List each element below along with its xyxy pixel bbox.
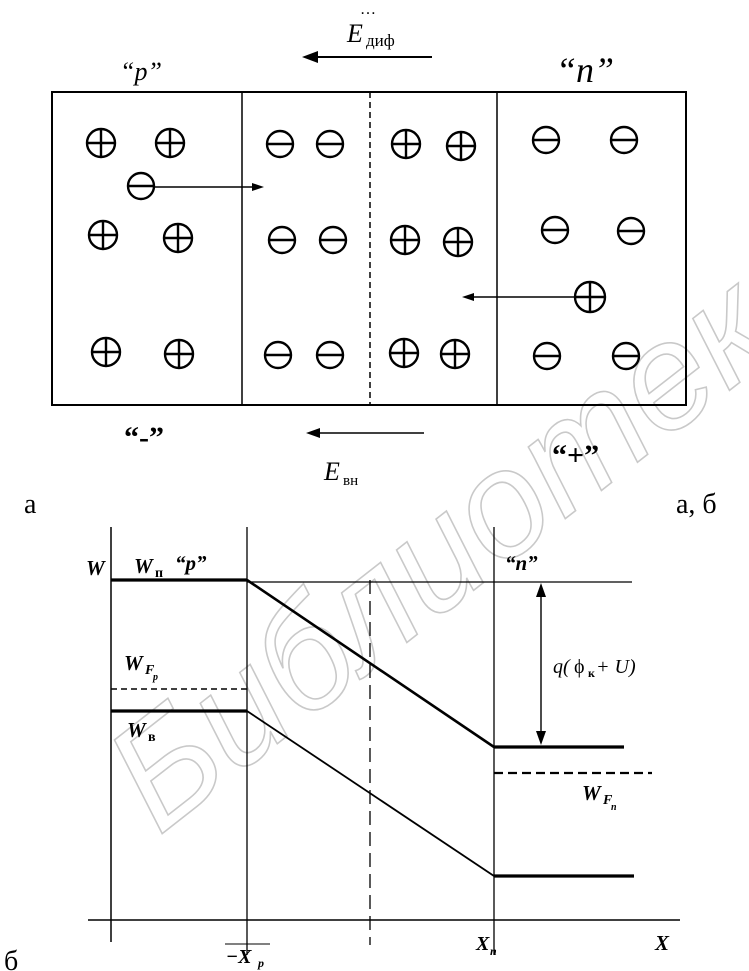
negative-ion	[318, 225, 348, 255]
p-region-label: “p”	[120, 57, 162, 86]
negative-ion	[263, 340, 293, 370]
plus-contact-label: “+”	[552, 439, 599, 472]
positive-ion	[389, 224, 421, 256]
positive-ion	[388, 337, 420, 369]
hole-symbol	[163, 338, 195, 370]
top-text-fragment: …	[360, 1, 376, 18]
charge-symbols	[85, 125, 646, 371]
svg-text:q(: q(	[553, 656, 571, 678]
hole-symbol	[154, 127, 186, 159]
xn-subscript: n	[490, 944, 497, 958]
e-vn-arrow	[306, 428, 424, 438]
w-fp-symbol: W	[124, 651, 144, 675]
electron-symbol	[531, 125, 561, 155]
hole-diffusion-arrow	[462, 293, 575, 301]
minus-contact-label: “-”	[124, 421, 164, 454]
hole-symbol	[85, 127, 117, 159]
w-v-symbol: W	[127, 718, 147, 742]
e-dif-symbol: E	[346, 19, 363, 48]
x-axis-label: X	[654, 931, 670, 955]
negative-ion	[267, 225, 297, 255]
neg-xp-symbol: −X	[226, 946, 252, 968]
hole-symbol	[162, 222, 194, 254]
w-c-subscript: п	[155, 566, 163, 581]
electron-symbol	[532, 341, 562, 371]
e-vn-symbol: E	[323, 457, 340, 486]
w-fp-subscript: F	[144, 663, 155, 678]
electron-symbol	[609, 125, 639, 155]
panel-ab-caption: а, б	[676, 489, 717, 520]
negative-ion	[265, 129, 295, 159]
positive-ion	[445, 130, 477, 162]
w-axis-label: W	[86, 556, 106, 580]
e-dif-arrow	[302, 51, 432, 63]
w-v-subscript: в	[148, 730, 156, 745]
conduction-band	[111, 578, 624, 749]
svg-text:к: к	[588, 666, 595, 680]
hole-symbol	[87, 219, 119, 251]
positive-ion	[442, 226, 474, 258]
diffusing-electron	[126, 171, 156, 201]
electron-diffusion-arrow	[154, 183, 264, 191]
electron-symbol	[540, 215, 570, 245]
w-fn-symbol: W	[582, 781, 602, 805]
e-dif-subscript: диф	[366, 31, 395, 50]
xn-symbol: X	[475, 933, 490, 955]
svg-text:ϕ: ϕ	[574, 656, 585, 678]
hole-symbol	[90, 336, 122, 368]
panel-b-label: б	[4, 946, 18, 971]
w-fn-subscript: F	[602, 793, 613, 808]
negative-ion	[315, 129, 345, 159]
w-fn-subsub: n	[611, 802, 617, 813]
svg-text:+ U): + U)	[596, 656, 636, 678]
semiconductor-box	[51, 91, 687, 406]
p-label: “p”	[175, 551, 207, 575]
n-label: “n”	[505, 551, 538, 575]
w-c-symbol: W	[134, 554, 154, 578]
positive-ion	[390, 128, 422, 160]
panel-a: … E диф “p” “n”	[24, 1, 717, 520]
e-vn-subscript: вн	[343, 473, 358, 489]
panel-b: W X W п “p” “n”	[4, 527, 680, 971]
positive-ion	[439, 338, 471, 370]
barrier-height-arrow	[536, 583, 546, 745]
diffusing-hole	[573, 280, 607, 314]
panel-a-label: а	[24, 489, 37, 520]
neg-xp-subscript: p	[257, 956, 264, 970]
negative-ion	[315, 340, 345, 370]
n-region-label: “n”	[556, 50, 614, 90]
electron-symbol	[616, 216, 646, 246]
electron-symbol	[611, 341, 641, 371]
valence-band	[111, 709, 634, 878]
w-fp-subsub: p	[152, 672, 158, 683]
barrier-height-label: q( ϕ к + U)	[553, 656, 636, 680]
